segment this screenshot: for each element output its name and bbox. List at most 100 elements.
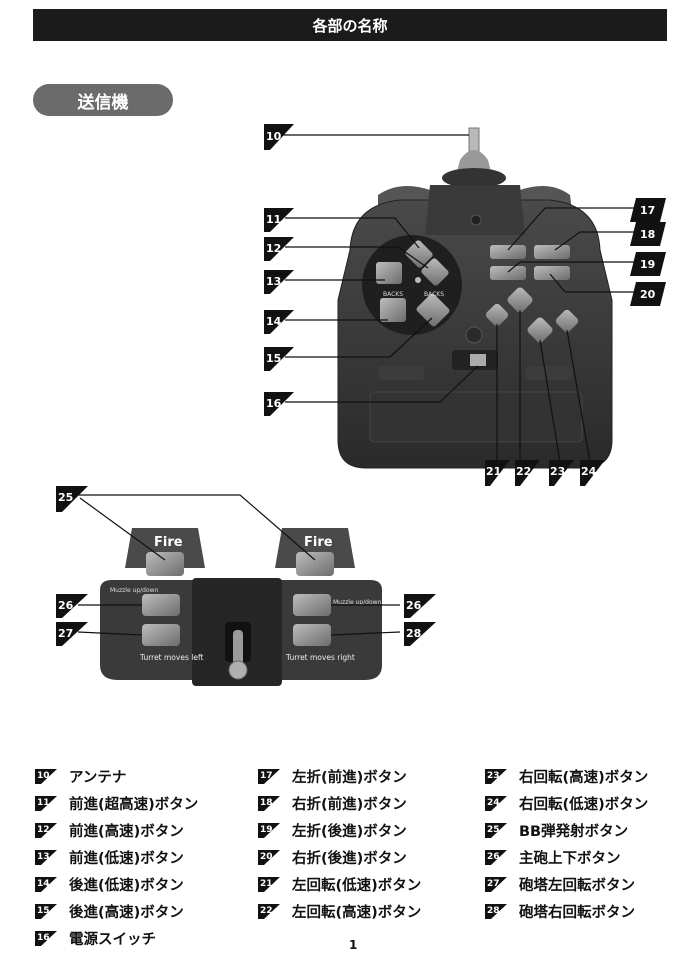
- fire-label-left: Fire: [154, 535, 183, 550]
- pad-center: [415, 277, 421, 283]
- legend-text: 前進(低速)ボタン: [69, 851, 184, 867]
- btn-forward-high[interactable]: [420, 257, 450, 287]
- btn-right-rotate-high[interactable]: [526, 316, 554, 344]
- badge-24: 24: [580, 460, 605, 486]
- btn-right-turn-backward[interactable]: [534, 266, 570, 280]
- turret-label-right: Turret moves right: [285, 653, 355, 662]
- legend-item: 14 後進(低速)ボタン: [35, 871, 198, 898]
- svg-text:14: 14: [266, 315, 282, 328]
- badge-28: 28: [404, 622, 436, 646]
- antenna-mount: [442, 168, 506, 188]
- badge-26-right: 26: [404, 594, 436, 618]
- legend-badge: 21: [258, 877, 280, 892]
- legend-badge: 13: [35, 850, 57, 865]
- legend-text: 砲塔右回転ボタン: [519, 905, 635, 921]
- callout-badges: 10 11 12 13 14 15 16 17 18 19 20 21 22 2…: [56, 124, 666, 646]
- turret-label-left: Turret moves left: [139, 653, 203, 662]
- svg-text:24: 24: [581, 465, 597, 478]
- section-label: 送信機: [33, 84, 173, 116]
- legend-text: 後進(低速)ボタン: [69, 878, 184, 894]
- btn-right-turn-forward[interactable]: [534, 245, 570, 259]
- legend-text: 左回転(高速)ボタン: [292, 905, 422, 921]
- btn-left-rotate-high[interactable]: [506, 286, 534, 314]
- muzzle-label-right: Muzzle up/down: [333, 599, 382, 606]
- svg-text:27: 27: [58, 627, 73, 640]
- svg-text:11: 11: [266, 213, 281, 226]
- badge-12: 12: [264, 237, 294, 261]
- badge-17: 17: [630, 198, 666, 222]
- btn-left-rotate-low[interactable]: [484, 302, 509, 327]
- legend-badge: 27: [485, 877, 507, 892]
- backs-label-left: BACKS: [383, 291, 403, 298]
- svg-text:22: 22: [516, 465, 531, 478]
- legend-badge: 10: [35, 769, 57, 784]
- svg-text:16: 16: [266, 397, 282, 410]
- page-number: 1: [349, 938, 358, 952]
- legend-item: 10 アンテナ: [35, 763, 198, 790]
- legend-text: 砲塔左回転ボタン: [519, 878, 635, 894]
- badge-27: 27: [56, 622, 88, 646]
- legend-text: 右回転(低速)ボタン: [519, 797, 649, 813]
- badge-10: 10: [264, 124, 294, 150]
- svg-text:10: 10: [266, 130, 282, 143]
- fire-button-right[interactable]: [296, 552, 334, 576]
- btn-backward-high[interactable]: [415, 292, 450, 327]
- legend-text: 前進(超高速)ボタン: [69, 797, 199, 813]
- fire-label-right: Fire: [304, 535, 333, 550]
- svg-text:15: 15: [266, 352, 281, 365]
- svg-text:26: 26: [406, 599, 422, 612]
- legend-badge: 25: [485, 823, 507, 838]
- svg-text:17: 17: [640, 204, 655, 217]
- legend-text: 左折(前進)ボタン: [292, 770, 407, 786]
- grille-right: [526, 366, 572, 380]
- muzzle-button-right[interactable]: [293, 594, 331, 616]
- header-title: 各部の名称: [312, 16, 388, 35]
- btn-backward-low[interactable]: [380, 298, 406, 322]
- badge-11: 11: [264, 208, 294, 232]
- badge-14: 14: [264, 310, 294, 334]
- legend-item: 13 前進(低速)ボタン: [35, 844, 198, 871]
- badge-16: 16: [264, 392, 294, 416]
- btn-right-rotate-low[interactable]: [554, 308, 579, 333]
- legend-text: アンテナ: [69, 770, 127, 786]
- legend-item: 24 右回転(低速)ボタン: [485, 790, 648, 817]
- turret-callouts: [75, 494, 401, 636]
- muzzle-label-left: Muzzle up/down: [110, 587, 159, 594]
- turret-right-button[interactable]: [293, 624, 331, 646]
- fire-button-left[interactable]: [146, 552, 184, 576]
- legend-text: BB弾発射ボタン: [519, 824, 629, 840]
- btn-forward-super[interactable]: [404, 239, 434, 269]
- legend-text: 主砲上下ボタン: [519, 851, 621, 867]
- legend-badge: 14: [35, 877, 57, 892]
- top-panel: [425, 185, 525, 235]
- btn-forward-low[interactable]: [376, 262, 402, 284]
- svg-text:25: 25: [58, 491, 73, 504]
- legend-item: 22 左回転(高速)ボタン: [258, 898, 421, 925]
- btn-left-turn-forward[interactable]: [490, 245, 526, 259]
- svg-text:20: 20: [640, 288, 656, 301]
- muzzle-button-left[interactable]: [142, 594, 180, 616]
- joystick-stick[interactable]: [233, 630, 243, 668]
- center-screw: [465, 326, 483, 344]
- legend-text: 右折(後進)ボタン: [292, 851, 407, 867]
- legend-badge: 22: [258, 904, 280, 919]
- legend-badge: 24: [485, 796, 507, 811]
- fire-tower-right: [275, 528, 355, 568]
- legend-badge: 11: [35, 796, 57, 811]
- svg-text:23: 23: [550, 465, 565, 478]
- turret-left-button[interactable]: [142, 624, 180, 646]
- legend-badge: 18: [258, 796, 280, 811]
- power-switch[interactable]: [470, 354, 486, 366]
- legend-badge: 20: [258, 850, 280, 865]
- svg-text:21: 21: [486, 465, 501, 478]
- joystick-knob[interactable]: [228, 660, 248, 680]
- btn-left-turn-backward[interactable]: [490, 266, 526, 280]
